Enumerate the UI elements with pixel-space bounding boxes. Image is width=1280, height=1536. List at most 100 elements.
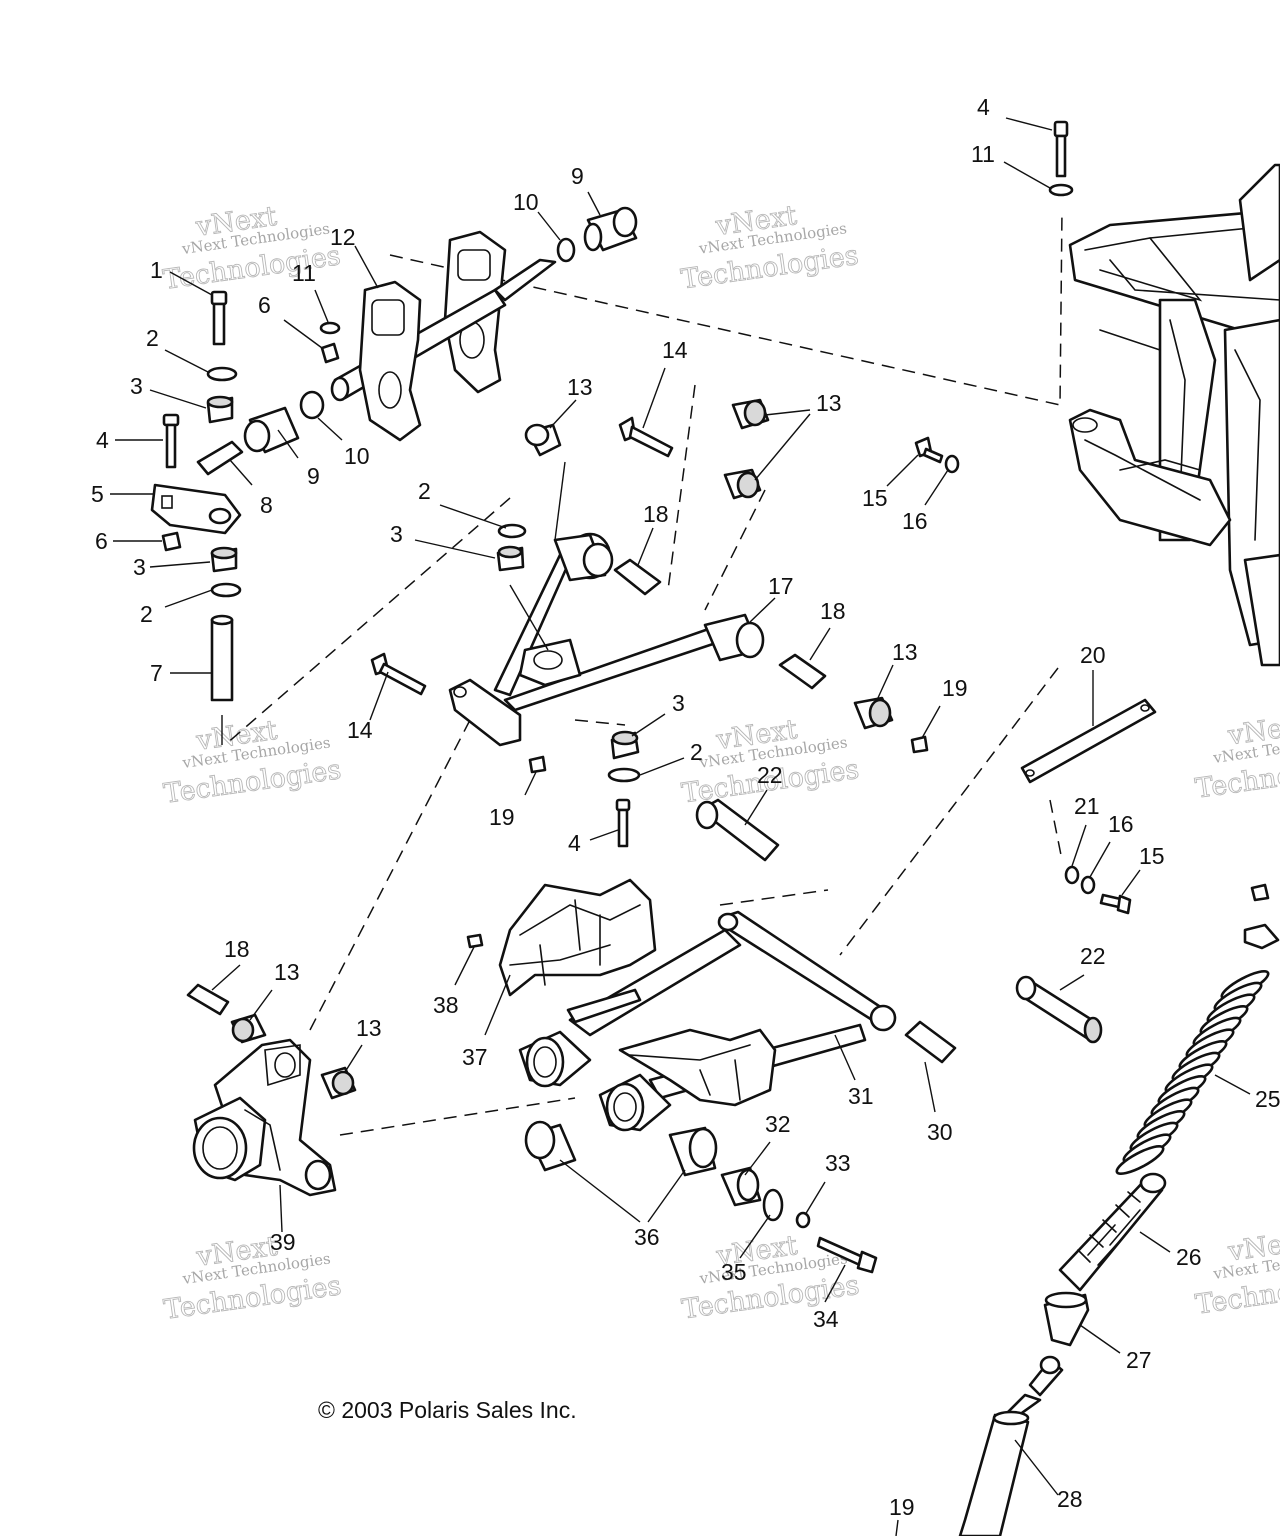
callout-36: 36 xyxy=(634,1224,660,1250)
callout-19: 19 xyxy=(942,675,968,701)
bolt-14-a xyxy=(618,416,674,458)
callout-33: 33 xyxy=(825,1150,851,1176)
callout-30: 30 xyxy=(927,1119,953,1145)
nut-6-left xyxy=(161,531,182,552)
bolt-15-a xyxy=(914,436,944,464)
callout-4: 4 xyxy=(96,427,109,453)
bar-20 xyxy=(1020,698,1157,784)
bushing-13-f xyxy=(320,1066,357,1100)
guard-37 xyxy=(498,878,657,997)
callout-13: 13 xyxy=(274,959,300,985)
boot-26 xyxy=(1058,1172,1167,1292)
callout-3: 3 xyxy=(133,554,146,580)
spring-coil xyxy=(1115,1145,1165,1175)
cup-27 xyxy=(1043,1291,1090,1347)
bushing-3-b xyxy=(210,546,238,573)
pin-22-b xyxy=(1015,975,1103,1044)
callout-6: 6 xyxy=(258,292,271,318)
bolt-4-left xyxy=(162,413,180,469)
callout-18: 18 xyxy=(820,598,846,624)
callout-31: 31 xyxy=(848,1083,874,1109)
callout-25: 25 xyxy=(1255,1086,1280,1112)
frame xyxy=(1068,163,1280,667)
callout-3: 3 xyxy=(672,690,685,716)
callout-20: 20 xyxy=(1080,642,1106,668)
callout-1: 1 xyxy=(150,257,163,283)
upper-a-arm-17 xyxy=(448,532,765,747)
callout-18: 18 xyxy=(224,936,250,962)
washer-16-b xyxy=(1080,875,1096,895)
callout-9: 9 xyxy=(307,463,320,489)
bushing-13-a xyxy=(524,423,562,457)
callout-34: 34 xyxy=(813,1306,839,1332)
callout-14: 14 xyxy=(662,337,688,363)
callout-3: 3 xyxy=(390,521,403,547)
callout-13: 13 xyxy=(356,1015,382,1041)
leader-lines xyxy=(110,117,1251,1536)
callout-22: 22 xyxy=(757,762,783,788)
callout-11: 11 xyxy=(292,260,316,286)
nut-19-a xyxy=(910,735,929,754)
watermarks: vNext vNext Technologies Technologies vN… xyxy=(161,195,1280,1326)
bolt-34 xyxy=(816,1236,878,1274)
callout-39: 39 xyxy=(270,1229,296,1255)
washer-21 xyxy=(1064,865,1080,885)
shaft-7 xyxy=(210,614,234,702)
bushing-3-a xyxy=(206,395,234,424)
callout-2: 2 xyxy=(146,325,159,351)
callout-2: 2 xyxy=(418,478,431,504)
callout-3: 3 xyxy=(130,373,143,399)
damper-28 xyxy=(958,1355,1064,1536)
callout-15: 15 xyxy=(1139,843,1165,869)
callout-13: 13 xyxy=(816,390,842,416)
pin-18-c xyxy=(186,983,230,1016)
callout-16: 16 xyxy=(902,508,928,534)
pin-22-a xyxy=(695,798,780,862)
spring-25 xyxy=(1115,970,1270,1175)
pin-18-a xyxy=(613,558,662,596)
lower-a-arm-31 xyxy=(518,910,897,1132)
callout-12: 12 xyxy=(330,224,356,250)
washer-2-a xyxy=(206,366,238,382)
callout-22: 22 xyxy=(1080,943,1106,969)
callout-labels: 1 2 3 4 5 6 3 2 7 8 9 10 6 11 12 10 9 13… xyxy=(91,94,1280,1520)
bushing-3-d xyxy=(610,730,640,760)
callout-35: 35 xyxy=(721,1259,747,1285)
callout-14: 14 xyxy=(347,717,373,743)
callout-6: 6 xyxy=(95,528,108,554)
callout-21: 21 xyxy=(1074,793,1100,819)
bushing-36-b xyxy=(668,1126,718,1177)
callout-5: 5 xyxy=(91,481,104,507)
assembly-lines xyxy=(224,209,1063,1136)
pin-30 xyxy=(904,1020,957,1064)
bushing-9-top xyxy=(583,206,638,252)
screw-38 xyxy=(466,933,484,949)
watermark-top-center: vNext vNext Technologies Technologies xyxy=(679,200,861,296)
callout-10: 10 xyxy=(344,443,370,469)
callout-32: 32 xyxy=(765,1111,791,1137)
callout-10: 10 xyxy=(513,189,539,215)
ring-10-top xyxy=(556,237,576,263)
callout-37: 37 xyxy=(462,1044,488,1070)
callout-4: 4 xyxy=(977,94,990,120)
callout-17: 17 xyxy=(768,573,794,599)
callout-4: 4 xyxy=(568,830,581,856)
spindle-12 xyxy=(330,230,557,442)
ring-10-left xyxy=(299,390,325,420)
pin-8 xyxy=(196,440,244,476)
washer-2-d xyxy=(607,767,641,783)
callout-11: 11 xyxy=(971,141,995,167)
callout-28: 28 xyxy=(1057,1486,1083,1512)
callout-18: 18 xyxy=(643,501,669,527)
bushing-13-c xyxy=(723,468,762,500)
bushing-13-d xyxy=(853,696,894,730)
bolt-4-frame xyxy=(1048,120,1074,197)
callout-27: 27 xyxy=(1126,1347,1152,1373)
washer-35 xyxy=(762,1188,784,1222)
callout-2: 2 xyxy=(690,739,703,765)
copyright-notice: © 2003 Polaris Sales Inc. xyxy=(318,1397,577,1423)
watermark-mid-right: vNext vNext Technologies Technologies xyxy=(1193,709,1280,805)
watermark-bottom-left: vNext vNext Technologies Technologies xyxy=(161,1230,343,1326)
knuckle-39 xyxy=(192,1038,337,1197)
